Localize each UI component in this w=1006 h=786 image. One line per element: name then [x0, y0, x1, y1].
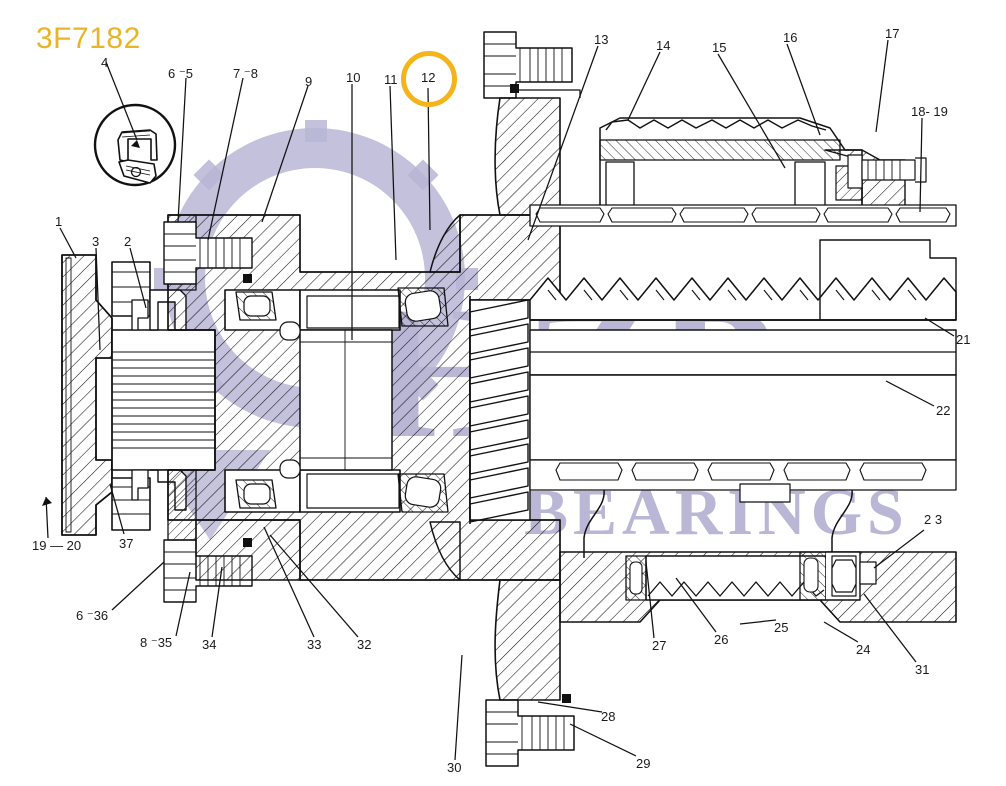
- callout-18-19: 18- 19: [911, 104, 948, 119]
- callout-12: 12: [421, 70, 436, 85]
- callout-25: 25: [774, 620, 789, 635]
- callout-14: 14: [656, 38, 671, 53]
- highlight-circle-item-12: [401, 51, 457, 107]
- callout-24: 24: [856, 642, 871, 657]
- callout-37: 37: [119, 536, 134, 551]
- callout-6-36: 6 ⁻36: [76, 608, 109, 623]
- callout-29: 29: [636, 756, 651, 771]
- callout-13: 13: [594, 32, 609, 47]
- callout-11: 11: [384, 72, 398, 87]
- callout-23: 2 3: [924, 512, 943, 527]
- callout-27: 27: [652, 638, 667, 653]
- callout-21: 21: [956, 332, 971, 347]
- callout-28: 28: [601, 709, 616, 724]
- callout-10: 10: [346, 70, 361, 85]
- callout-9: 9: [305, 74, 313, 89]
- callout-4: 4: [101, 55, 109, 70]
- callout-7-8: 7 ⁻8: [233, 66, 258, 81]
- callout-6-5: 6 ⁻5: [168, 66, 193, 81]
- callout-34: 34: [202, 637, 217, 652]
- callout-31: 31: [915, 662, 930, 677]
- callout-22: 22: [936, 403, 951, 418]
- callout-8-35: 8 ⁻35: [140, 635, 173, 650]
- callout-16: 16: [783, 30, 798, 45]
- callout-33: 33: [307, 637, 322, 652]
- callout-26: 26: [714, 632, 729, 647]
- callout-32: 32: [357, 637, 372, 652]
- callout-17: 17: [885, 26, 900, 41]
- callout-3: 3: [92, 234, 100, 249]
- part-number-title: 3F7182: [36, 22, 141, 55]
- callout-30: 30: [447, 760, 462, 775]
- callout-2: 2: [124, 234, 132, 249]
- callout-19-20: 19 — 20: [32, 538, 82, 553]
- callout-15: 15: [712, 40, 727, 55]
- callout-1: 1: [55, 214, 63, 229]
